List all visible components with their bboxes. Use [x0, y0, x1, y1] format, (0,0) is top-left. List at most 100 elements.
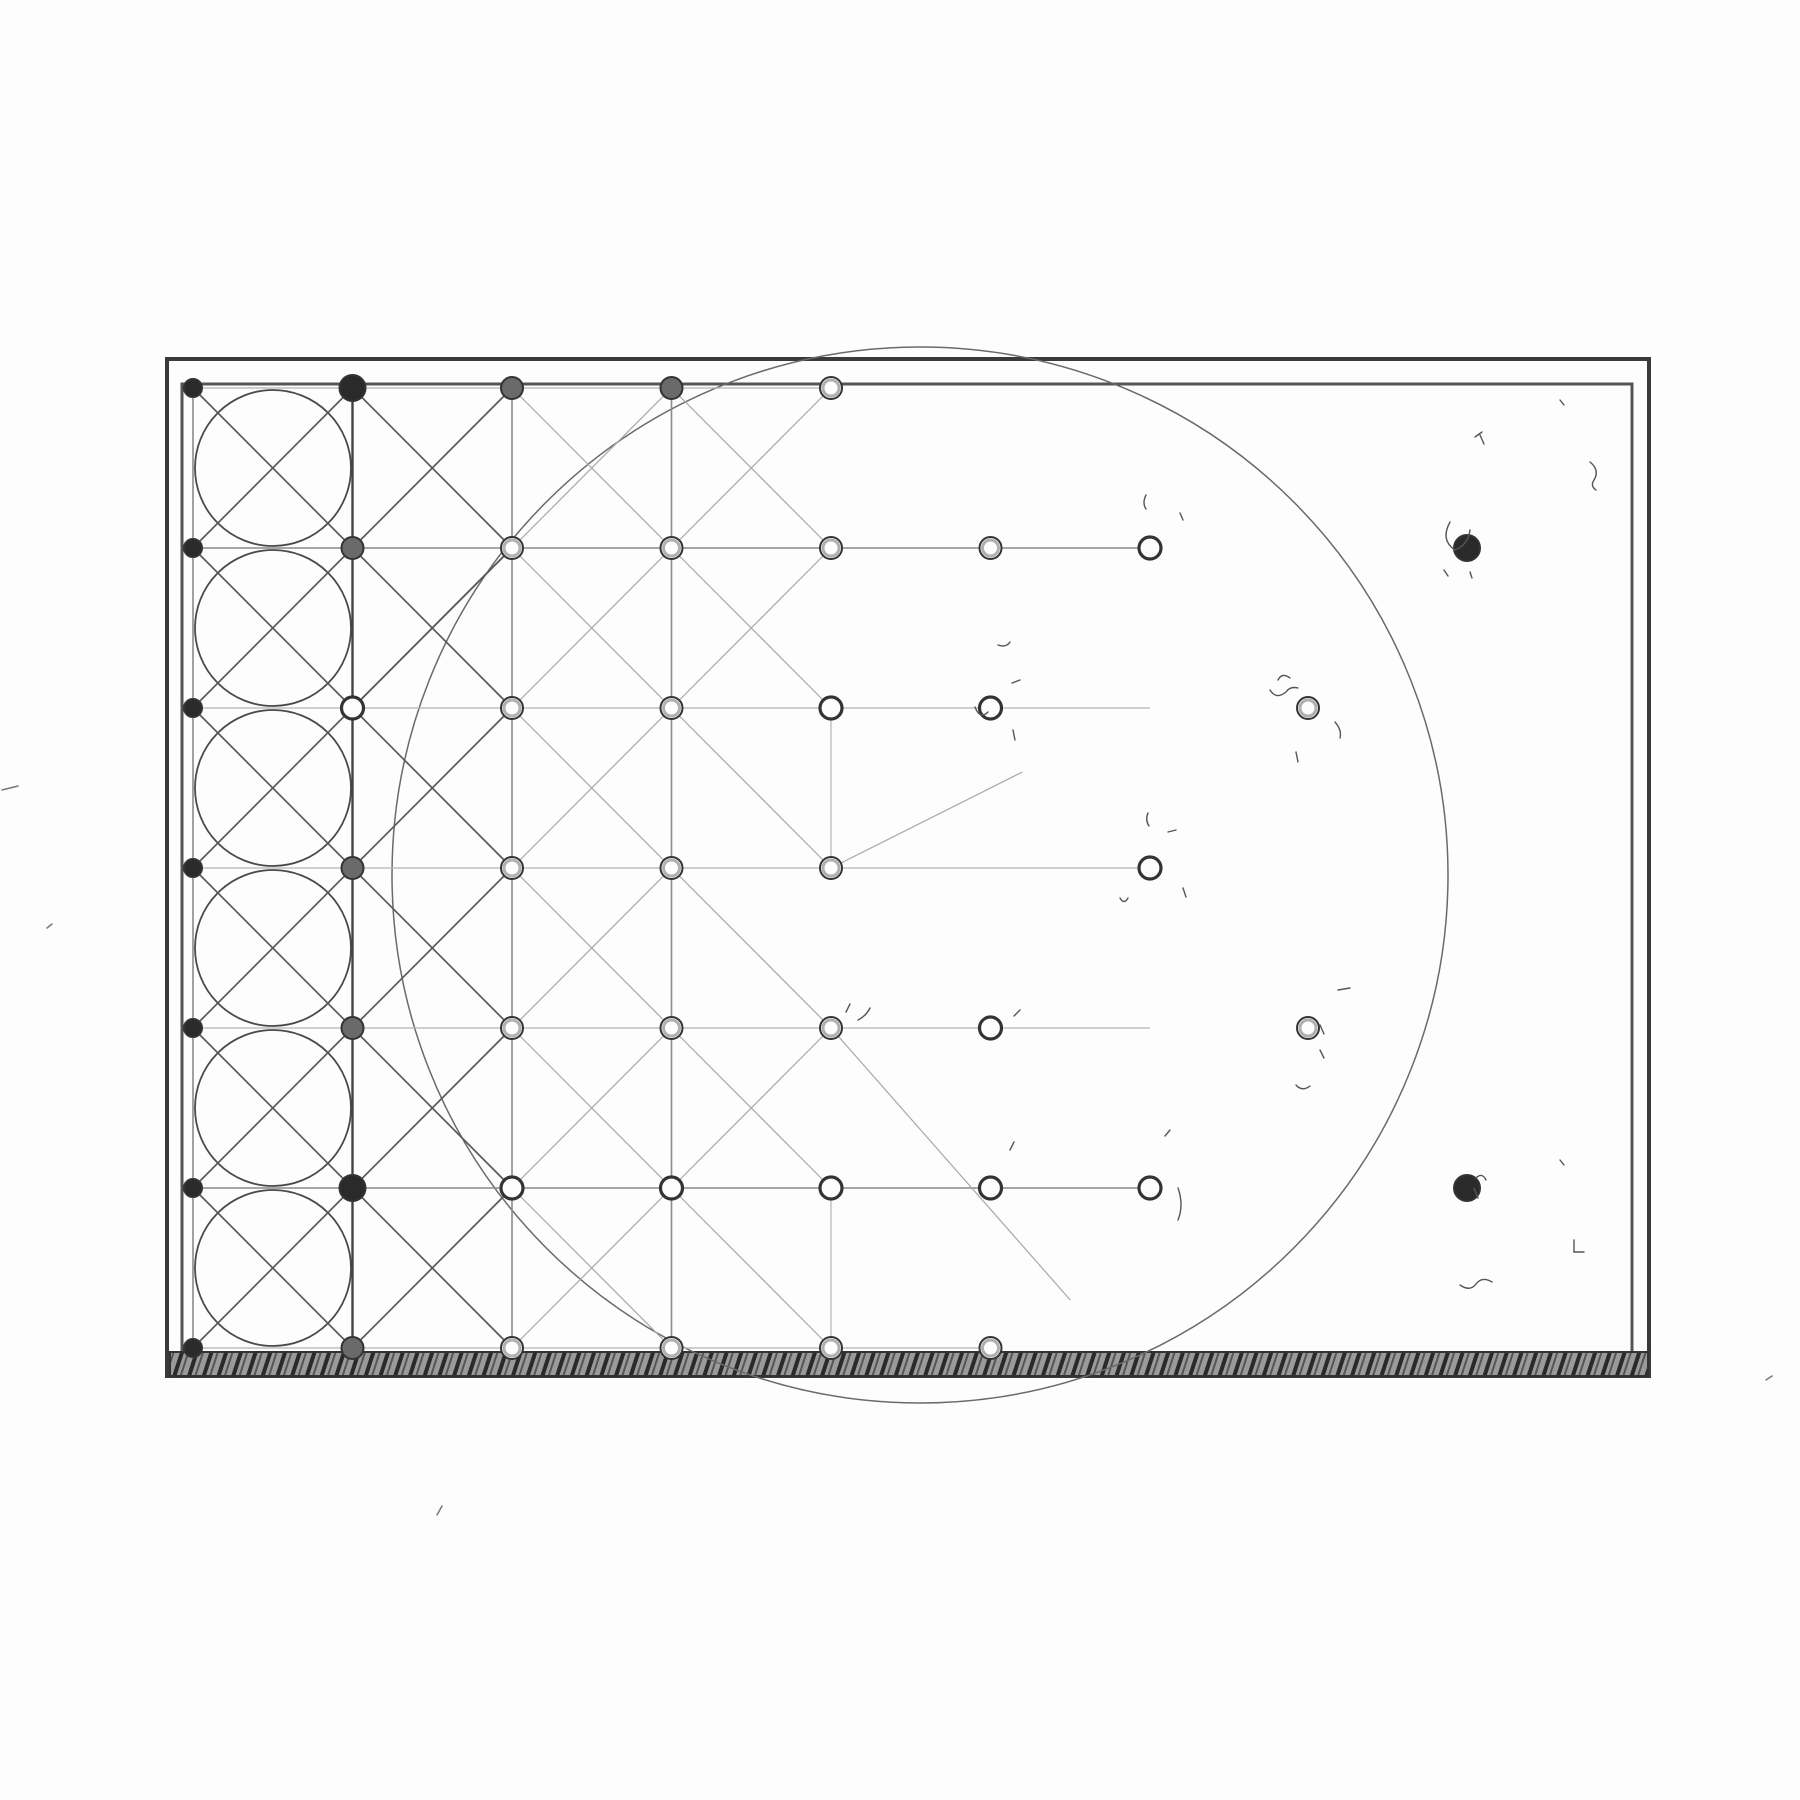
- node-shading: [662, 698, 681, 718]
- node-circle: [183, 1178, 203, 1198]
- node-circle: [340, 1336, 365, 1360]
- node-circle: [183, 1018, 203, 1038]
- grid-node: [977, 695, 1004, 721]
- node-shading: [821, 1338, 841, 1358]
- grid-node: [338, 374, 367, 402]
- node-circle: [338, 1174, 367, 1202]
- node-shading: [662, 538, 681, 558]
- node-circle: [338, 374, 367, 402]
- grid-node: [659, 1016, 684, 1040]
- grid-node: [819, 856, 843, 880]
- cell-circle: [194, 389, 352, 547]
- grid-node: [659, 696, 684, 720]
- grid-node: [183, 858, 203, 878]
- node-shading: [1298, 1018, 1318, 1038]
- grid-node: [659, 856, 684, 880]
- cell-circle: [194, 709, 352, 867]
- node-shading: [1298, 698, 1318, 718]
- grid-node: [819, 1336, 843, 1360]
- cell-circle: [194, 1029, 352, 1187]
- node-circle: [183, 858, 203, 878]
- node-circle: [1137, 1175, 1163, 1201]
- grid-node: [183, 538, 203, 558]
- node-circle: [340, 536, 365, 560]
- grid-nodes: [183, 374, 1481, 1360]
- diagonal-line: [511, 547, 672, 709]
- node-circle: [1137, 535, 1163, 561]
- grid-node: [659, 376, 684, 400]
- grid-node: [340, 536, 365, 560]
- grid-node: [978, 536, 1003, 560]
- grid-node: [500, 536, 524, 560]
- diagonal-line: [192, 867, 354, 1029]
- grid-node: [183, 698, 203, 718]
- diagonal-line: [830, 771, 1023, 869]
- grid-node: [338, 1174, 367, 1202]
- diagonal-lines: [192, 387, 1071, 1349]
- cell-circle-column: [194, 389, 352, 1347]
- grid-node: [500, 1016, 524, 1040]
- node-circle: [183, 1338, 203, 1358]
- diagonal-line: [511, 387, 672, 549]
- node-circle: [183, 698, 203, 718]
- large-overlay-circle: [391, 346, 1449, 1404]
- node-shading: [502, 698, 522, 718]
- grid-node: [340, 1336, 365, 1360]
- node-circle: [1137, 855, 1163, 881]
- node-shading: [662, 1338, 681, 1358]
- diagonal-line: [671, 387, 832, 549]
- grid-node: [340, 1016, 365, 1040]
- grid-node: [978, 1336, 1003, 1360]
- node-shading: [821, 378, 841, 398]
- diagonal-line: [511, 1187, 672, 1349]
- grid-node: [977, 1015, 1004, 1041]
- grid-node: [819, 1016, 843, 1040]
- node-shading: [502, 538, 522, 558]
- node-circle: [339, 695, 366, 721]
- pencil-annotations: [845, 399, 1597, 1289]
- node-circle: [818, 695, 844, 721]
- grid-node: [339, 695, 366, 721]
- diagonal-line: [351, 547, 513, 709]
- node-circle: [818, 1175, 844, 1201]
- stray-marks: [1, 785, 1773, 1516]
- diagonal-line: [351, 1027, 513, 1189]
- diagonal-line: [830, 1027, 1071, 1301]
- grid-node: [499, 1175, 525, 1201]
- grid-node: [1453, 1174, 1481, 1202]
- diagonal-line: [192, 387, 354, 549]
- diagonal-line: [192, 707, 354, 869]
- cell-circle: [194, 1189, 352, 1347]
- node-circle: [340, 856, 365, 880]
- diagonal-line: [351, 1187, 513, 1349]
- node-shading: [821, 1018, 841, 1038]
- node-circle: [500, 376, 524, 400]
- grid-node: [500, 376, 524, 400]
- diagonal-line: [671, 867, 832, 1029]
- grid-node: [819, 536, 843, 560]
- node-shading: [821, 538, 841, 558]
- grid-node: [658, 1175, 685, 1201]
- grid-node: [819, 376, 843, 400]
- node-shading: [502, 1018, 522, 1038]
- grid-node: [659, 536, 684, 560]
- diagonal-line: [192, 547, 354, 709]
- grid-node: [1296, 696, 1320, 720]
- grid-node: [183, 1018, 203, 1038]
- node-shading: [981, 1338, 1000, 1358]
- diagonal-line: [511, 707, 672, 869]
- diagonal-line: [671, 547, 832, 709]
- grid-node: [183, 378, 203, 398]
- node-circle: [977, 1015, 1004, 1041]
- grid-node: [500, 856, 524, 880]
- diagonal-line: [351, 867, 513, 1029]
- node-circle: [977, 695, 1004, 721]
- node-circle: [183, 538, 203, 558]
- node-shading: [502, 858, 522, 878]
- grid-node: [659, 1336, 684, 1360]
- grid-node: [1137, 1175, 1163, 1201]
- node-circle: [1453, 1174, 1481, 1202]
- node-shading: [662, 1018, 681, 1038]
